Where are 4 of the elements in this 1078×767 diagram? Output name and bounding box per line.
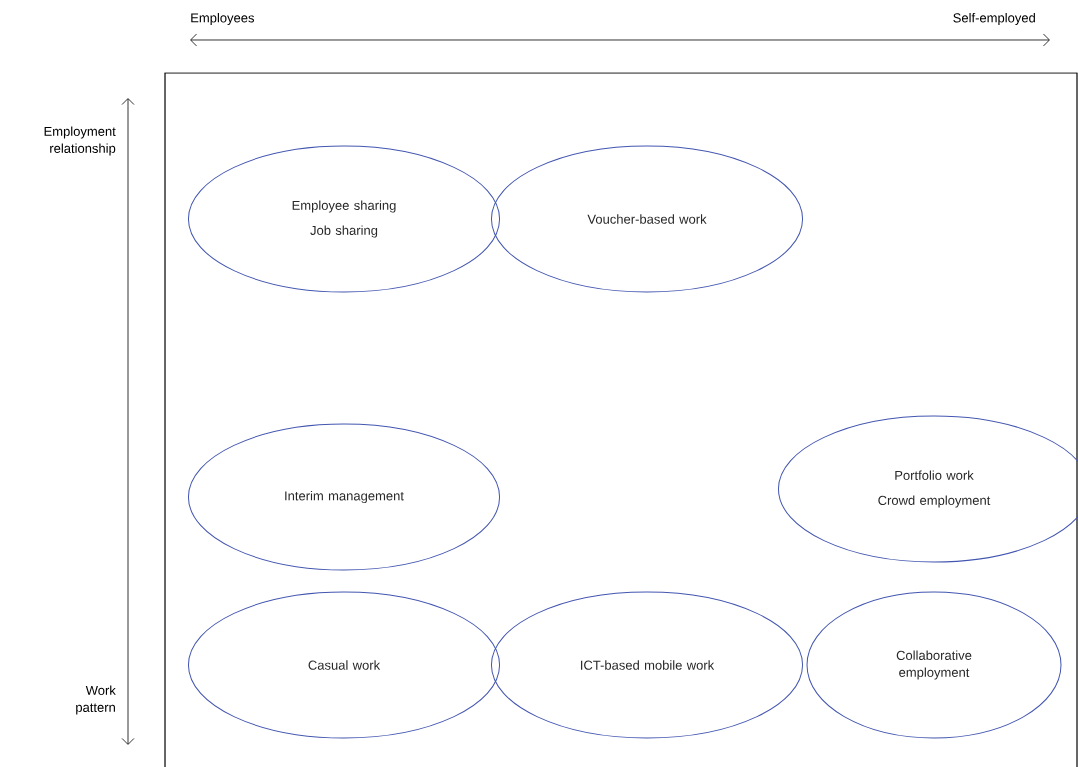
axis-label: Work pattern — [76, 685, 116, 715]
axis-label: Employees — [191, 12, 255, 26]
axis-label: Self-employed — [953, 12, 1035, 26]
axis-label: Employment relationship — [44, 126, 116, 156]
